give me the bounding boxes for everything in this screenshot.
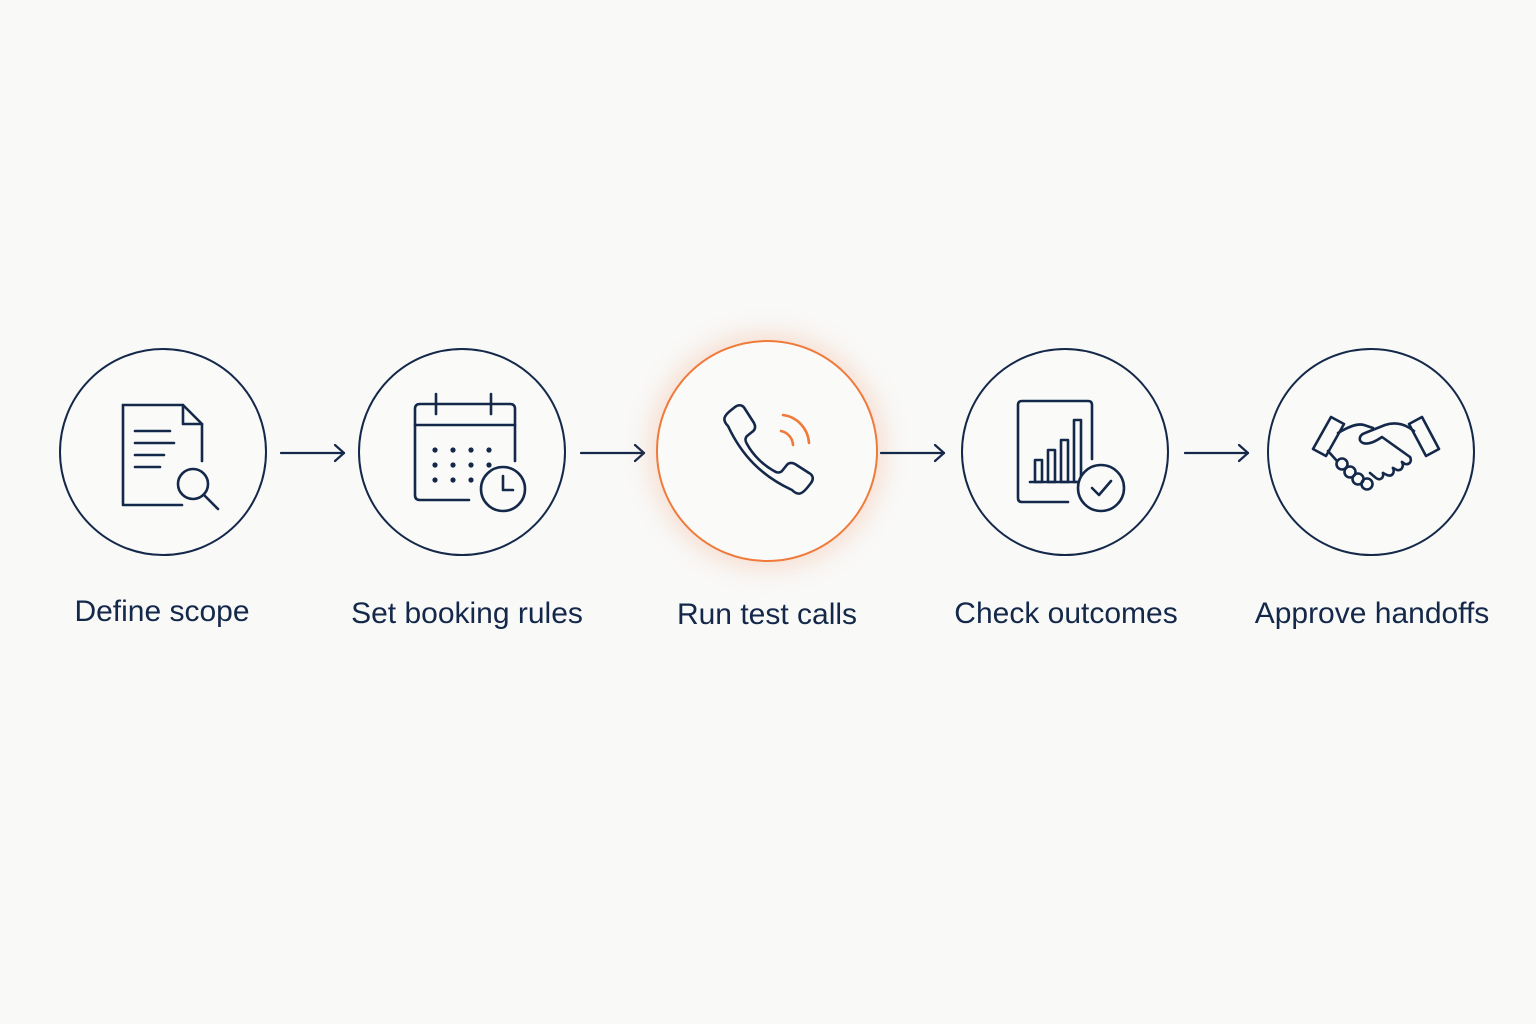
step-set-booking-rules (358, 348, 566, 556)
report-check-icon (1016, 399, 1126, 513)
step-run-test-calls (656, 340, 878, 562)
handshake-icon (1311, 415, 1441, 491)
arrow-right-icon (1184, 443, 1250, 463)
phone-call-icon (723, 403, 815, 495)
step-label-define-scope: Define scope (74, 595, 250, 628)
document-search-icon (121, 403, 220, 511)
step-label-approve-handoffs: Approve handoffs (1254, 597, 1490, 630)
step-approve-handoffs (1267, 348, 1475, 556)
step-label-check-outcomes: Check outcomes (954, 597, 1178, 630)
step-label-run-test-calls: Run test calls (676, 598, 858, 631)
step-check-outcomes (961, 348, 1169, 556)
arrow-right-icon (880, 443, 946, 463)
arrow-right-icon (580, 443, 646, 463)
arrow-right-icon (280, 443, 346, 463)
step-label-set-booking-rules: Set booking rules (351, 597, 583, 630)
step-define-scope (59, 348, 267, 556)
calendar-clock-icon (413, 392, 527, 513)
